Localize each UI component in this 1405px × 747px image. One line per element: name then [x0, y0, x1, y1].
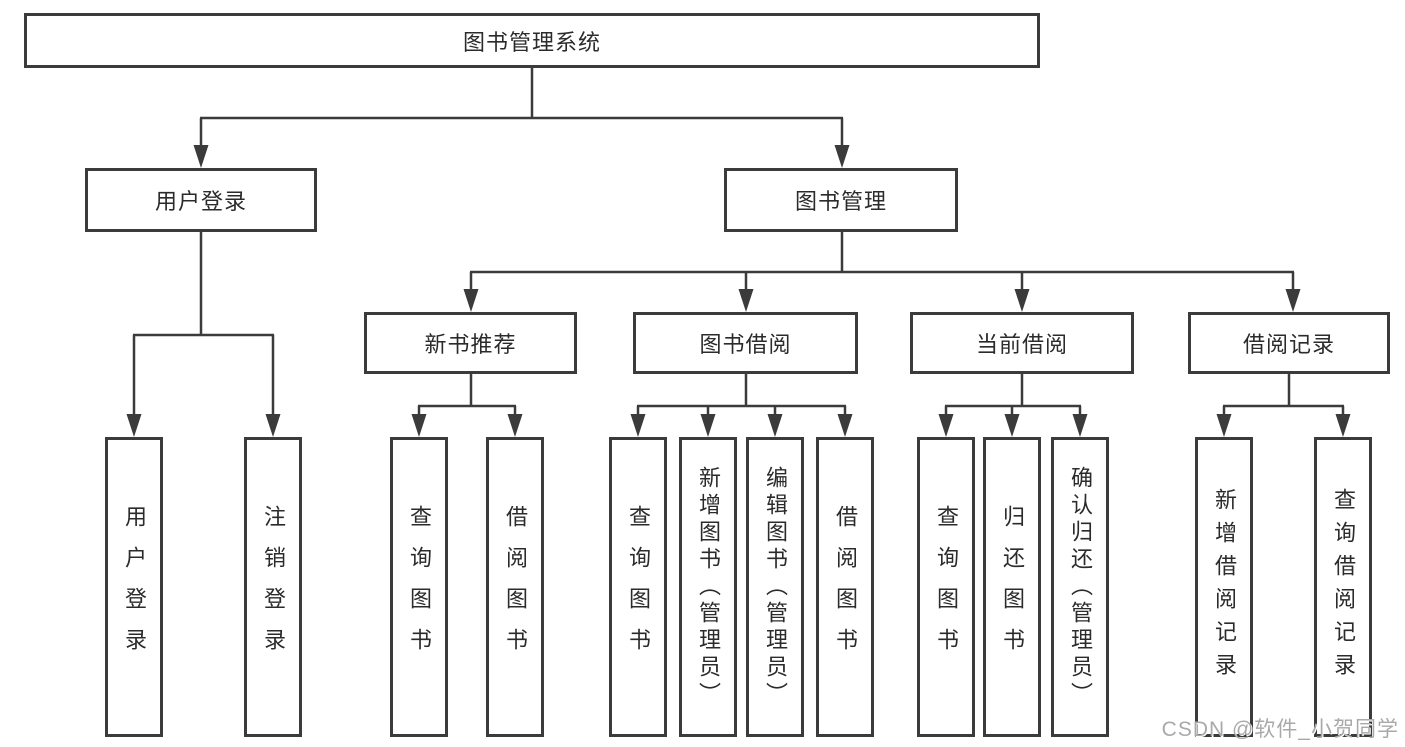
- leaf-return-books: 归还图书: [983, 437, 1041, 737]
- node-label: 用户登录: [154, 189, 247, 214]
- leaf-query-books-recommend: 查询图书: [390, 437, 448, 737]
- leaf-label: 借阅图书: [833, 505, 858, 669]
- leaf-edit-books-admin: 编辑图书（管理员）: [746, 437, 804, 737]
- leaf-query-books-borrowing: 查询图书: [609, 437, 667, 737]
- leaf-label: 查询图书: [626, 505, 651, 669]
- leaf-label: 编辑图书（管理员）: [763, 465, 788, 709]
- leaf-user-login: 用户登录: [105, 437, 163, 737]
- node-label: 新书推荐: [424, 332, 517, 357]
- leaf-label: 查询图书: [407, 505, 432, 669]
- leaf-label: 借阅图书: [503, 505, 528, 669]
- node-label: 图书管理: [794, 189, 887, 214]
- node-book-borrowing: 图书借阅: [633, 312, 858, 374]
- leaf-logout: 注销登录: [244, 437, 302, 737]
- node-user-login: 用户登录: [85, 168, 317, 232]
- leaf-label: 新增借阅记录: [1212, 488, 1237, 686]
- leaf-query-books-current: 查询图书: [917, 437, 975, 737]
- node-label: 图书借阅: [699, 332, 792, 357]
- leaf-label: 归还图书: [1000, 505, 1025, 669]
- leaf-label: 用户登录: [122, 505, 147, 669]
- leaf-borrow-books-recommend: 借阅图书: [486, 437, 544, 737]
- leaf-label: 注销登录: [261, 505, 286, 669]
- node-borrowing-records: 借阅记录: [1188, 312, 1390, 374]
- csdn-watermark: CSDN @软件_小贺同学: [1161, 718, 1399, 741]
- leaf-borrow-books: 借阅图书: [816, 437, 874, 737]
- leaf-label: 确认归还（管理员）: [1068, 465, 1093, 709]
- node-new-book-recommendation: 新书推荐: [364, 312, 577, 374]
- leaf-confirm-return-admin: 确认归还（管理员）: [1051, 437, 1109, 737]
- node-current-borrowing: 当前借阅: [910, 312, 1134, 374]
- node-book-management: 图书管理: [724, 168, 958, 232]
- leaf-label: 查询图书: [934, 505, 959, 669]
- leaf-add-books-admin: 新增图书（管理员）: [679, 437, 737, 737]
- node-label: 借阅记录: [1242, 332, 1335, 357]
- node-label: 当前借阅: [975, 332, 1068, 357]
- node-library-management-system: 图书管理系统: [24, 13, 1040, 68]
- leaf-add-borrow-record: 新增借阅记录: [1195, 437, 1253, 737]
- leaf-label: 新增图书（管理员）: [696, 465, 721, 709]
- node-label: 图书管理系统: [462, 29, 601, 55]
- leaf-query-borrow-record: 查询借阅记录: [1314, 437, 1372, 737]
- leaf-label: 查询借阅记录: [1331, 488, 1356, 686]
